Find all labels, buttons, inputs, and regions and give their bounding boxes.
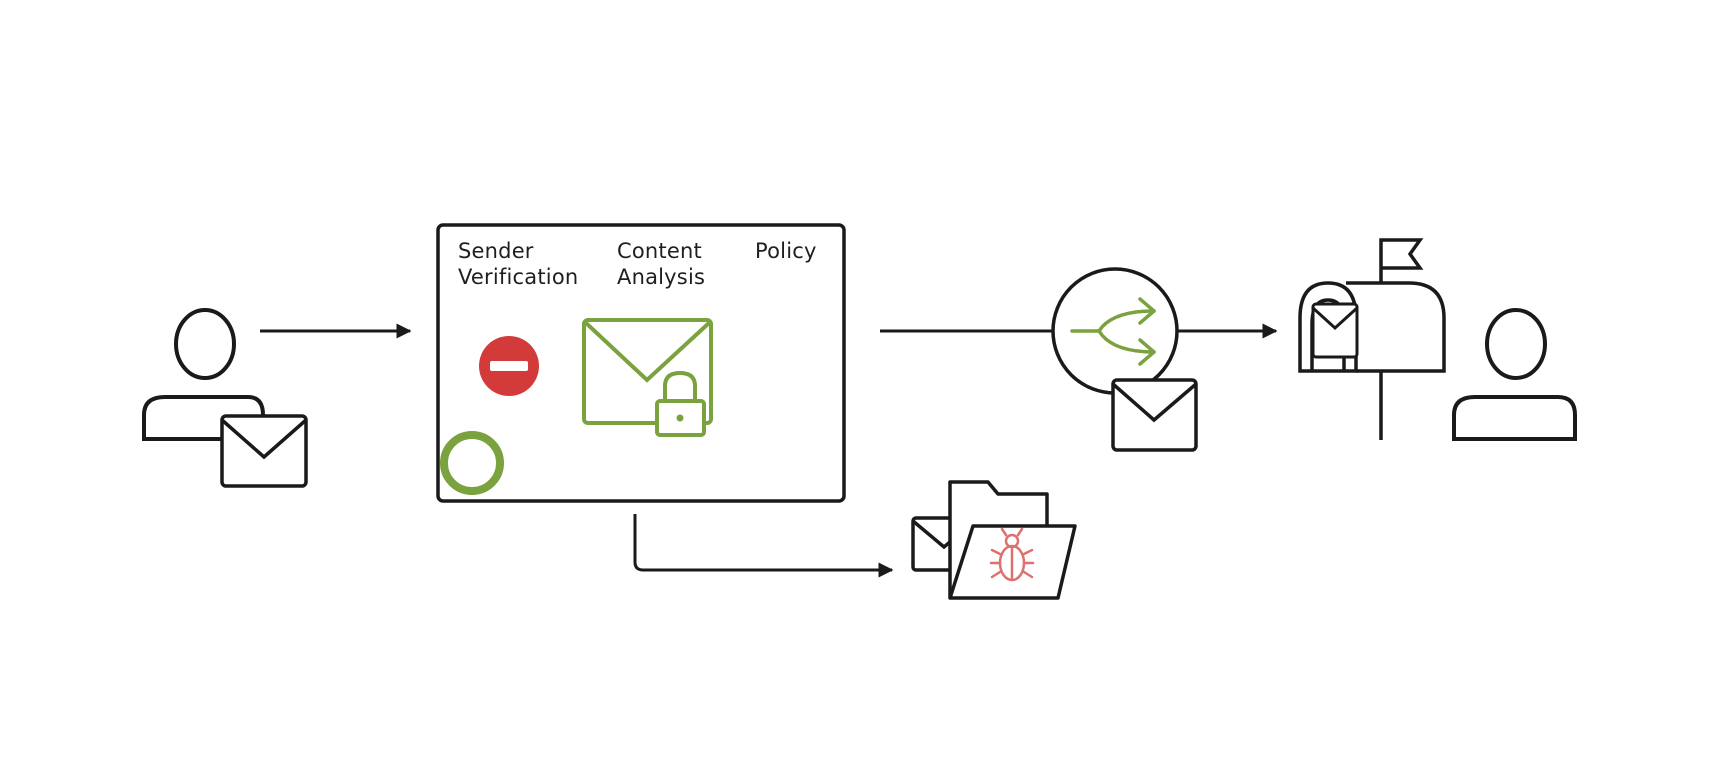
stage-label-line: Verification xyxy=(458,265,579,289)
status-ring-icon xyxy=(440,431,504,495)
stage-label-line: Analysis xyxy=(617,265,706,289)
stage-label-content-analysis: Content Analysis xyxy=(617,238,705,290)
stage-label-policy: Policy xyxy=(755,238,817,264)
recipient-person-icon xyxy=(1452,308,1577,441)
stage-label-line: Content xyxy=(617,239,702,263)
bug-icon xyxy=(989,527,1035,582)
mailbox-icon xyxy=(1298,238,1446,440)
locked-envelope-icon xyxy=(582,318,713,437)
routed-envelope-icon xyxy=(1111,378,1198,452)
stage-label-line: Policy xyxy=(755,239,817,263)
arrow-gateway-to-quarantine xyxy=(633,514,894,578)
stage-label-sender-verification: Sender Verification xyxy=(458,238,578,290)
stage-label-line: Sender xyxy=(458,239,534,263)
sender-envelope-icon xyxy=(220,414,308,488)
blocked-icon xyxy=(479,336,539,396)
routing-split-icon xyxy=(1051,267,1179,395)
security-gateway-box xyxy=(436,223,846,503)
